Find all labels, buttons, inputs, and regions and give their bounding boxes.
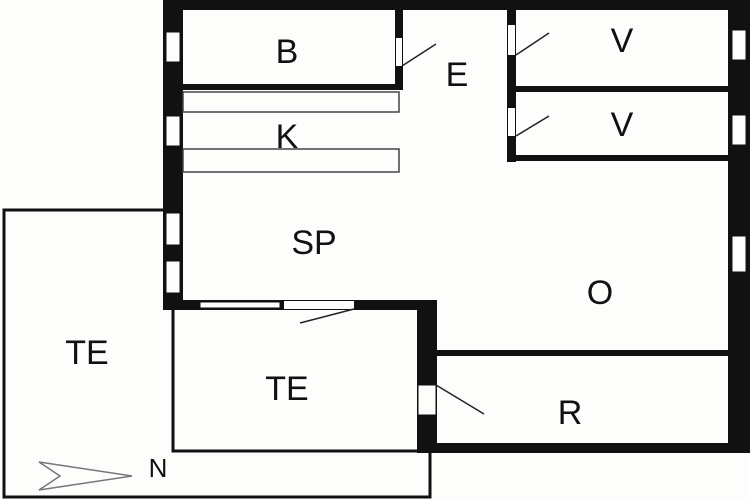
- north-label: N: [149, 453, 168, 483]
- window: [199, 301, 281, 309]
- door-opening: [508, 25, 515, 55]
- room-label-e: E: [446, 56, 469, 94]
- door-opening: [284, 301, 354, 309]
- room-label-te-outer: TE: [65, 334, 108, 372]
- door-opening: [508, 108, 515, 136]
- terrace-outline: [2, 208, 432, 499]
- room-label-o: O: [587, 274, 613, 312]
- openings: [165, 25, 747, 416]
- window: [731, 235, 747, 273]
- room-label-v1: V: [611, 22, 634, 60]
- room-label-r: R: [558, 394, 583, 432]
- window: [165, 212, 181, 246]
- room-label-b: B: [276, 33, 299, 71]
- room-label-k: K: [276, 118, 299, 156]
- room-label-sp: SP: [291, 224, 336, 262]
- window: [731, 114, 747, 146]
- kitchen-counters: [182, 91, 400, 173]
- door-opening: [417, 384, 437, 416]
- door-opening: [396, 38, 402, 66]
- window: [165, 115, 181, 147]
- door-swings: [299, 32, 550, 415]
- window: [165, 31, 181, 63]
- window: [731, 29, 747, 61]
- north-arrow-icon: [38, 461, 133, 491]
- window: [165, 260, 181, 294]
- room-label-v2: V: [611, 106, 634, 144]
- room-label-te-inner: TE: [265, 370, 308, 408]
